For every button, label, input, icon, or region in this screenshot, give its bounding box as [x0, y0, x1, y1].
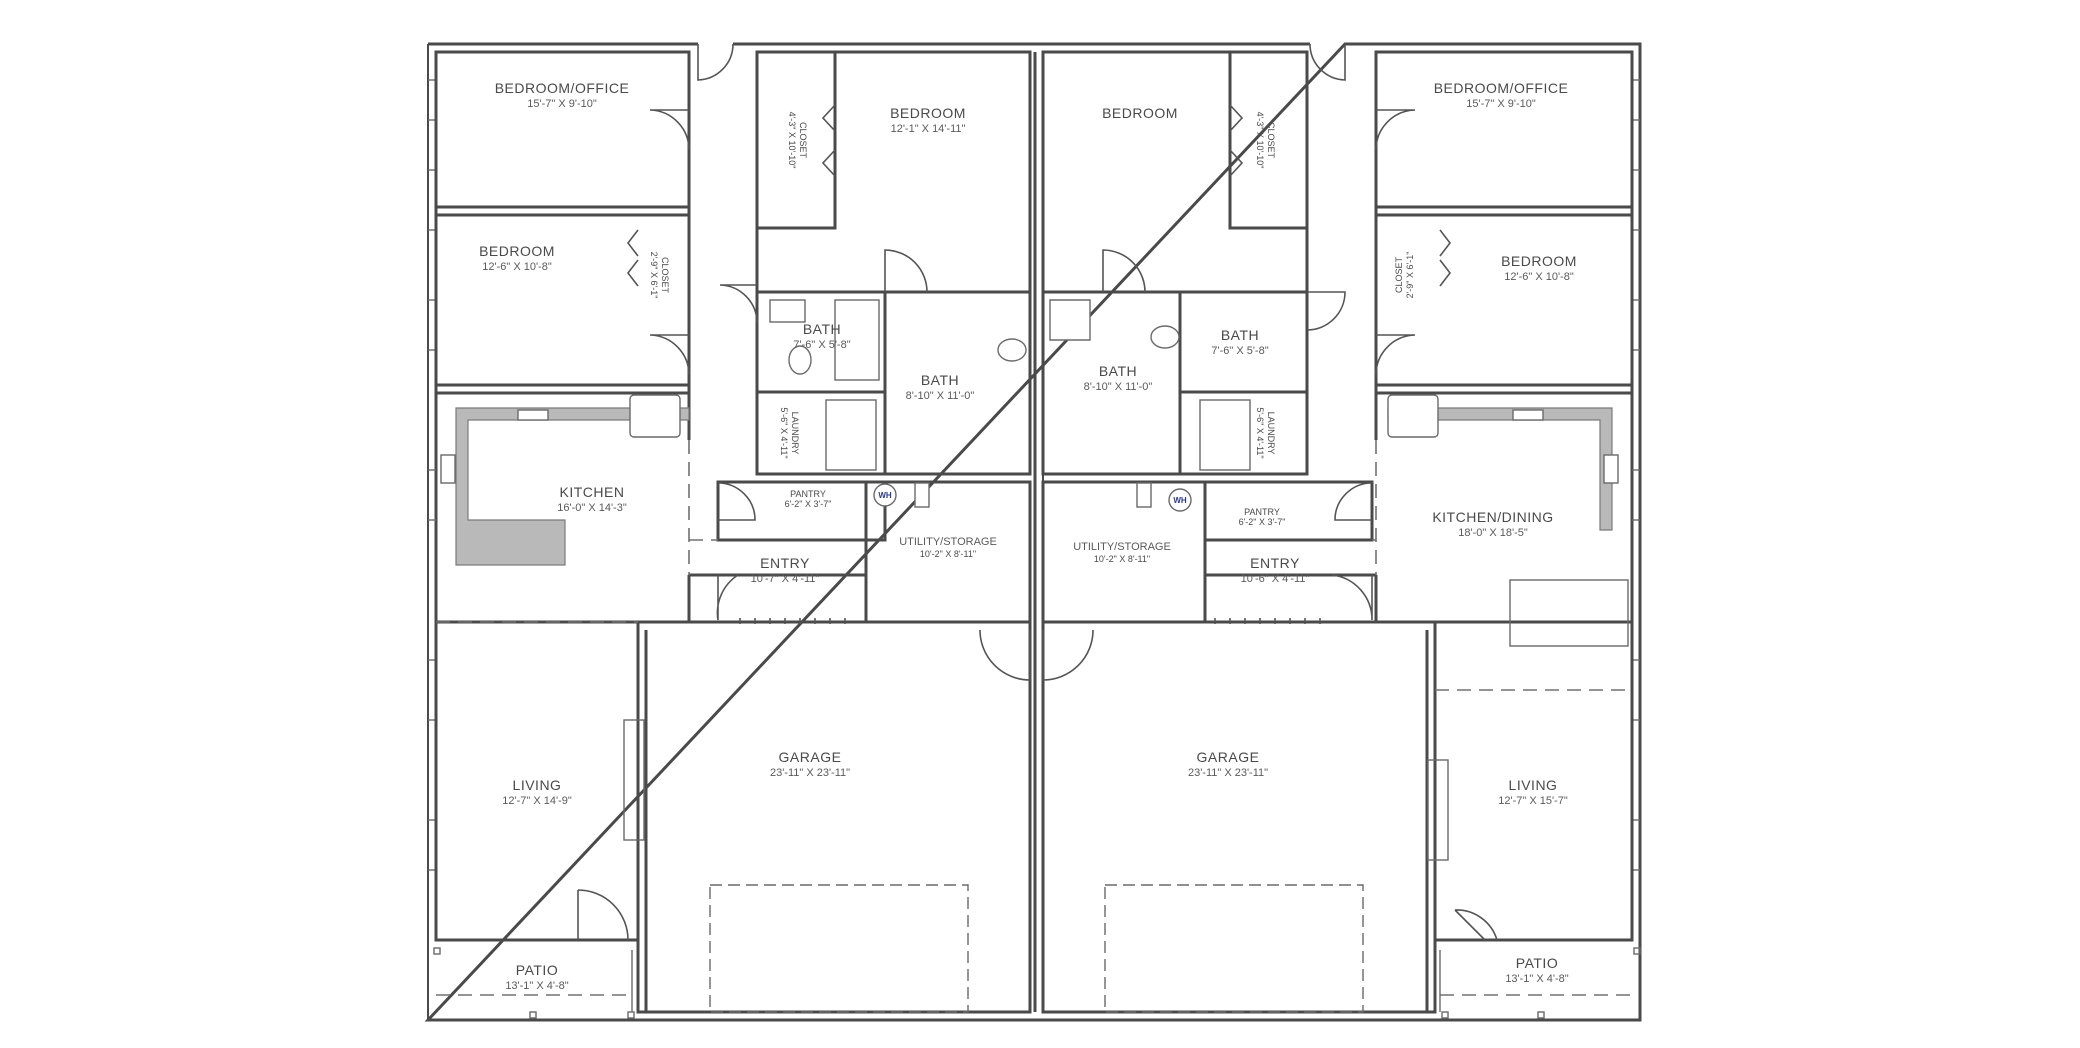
room-size-right-closet-main: 4'-3" X 10'-10" [1255, 112, 1265, 169]
room-size-right-bath-main: 8'-10" X 11'-0" [1084, 381, 1153, 393]
room-name-left-patio: PATIO [516, 962, 558, 978]
room-name-right-kitchen: KITCHEN/DINING [1432, 509, 1553, 525]
room-name-right-bath-small: BATH [1221, 327, 1259, 343]
room-name-right-utility: UTILITY/STORAGE [1073, 541, 1171, 553]
room-size-left-bedroom-main: 12'-1" X 14'-11" [891, 123, 966, 135]
room-size-right-laundry: 5'-6" X 4'-11" [1255, 407, 1265, 458]
room-size-left-bedroom-office: 15'-7" X 9'-10" [527, 98, 597, 110]
room-size-right-bath-small: 7'-6" X 5'-8" [1211, 345, 1268, 357]
room-size-right-entry: 10'-6" X 4'-11" [1241, 573, 1310, 585]
water-heater-label-left: WH [878, 491, 892, 500]
room-name-right-closet-main: CLOSET [1266, 122, 1276, 159]
room-size-left-entry: 10'-7" X 4'-11" [751, 573, 820, 585]
room-name-left-entry: ENTRY [760, 555, 810, 571]
room-size-left-garage: 23'-11" X 23'-11" [770, 767, 850, 779]
room-name-right-laundry: LAUNDRY [1266, 412, 1276, 455]
room-name-right-living: LIVING [1509, 777, 1558, 793]
room-size-right-bedroom-small: 12'-6" X 10'-8" [1504, 271, 1574, 283]
room-size-right-patio: 13'-1" X 4'-8" [1505, 973, 1568, 985]
room-size-left-utility: 10'-2" X 8'-11" [920, 549, 976, 559]
room-name-left-bath-small: BATH [803, 321, 841, 337]
doors [577, 43, 1498, 941]
room-name-left-kitchen: KITCHEN [560, 484, 625, 500]
room-size-right-garage: 23'-11" X 23'-11" [1188, 767, 1268, 779]
room-name-left-bedroom-office: BEDROOM/OFFICE [495, 80, 630, 96]
room-size-left-laundry: 5'-6" X 4'-11" [779, 407, 789, 458]
room-name-right-entry: ENTRY [1250, 555, 1300, 571]
room-size-right-utility: 10'-2" X 8'-11" [1094, 554, 1150, 564]
room-size-left-bath-main: 8'-10" X 11'-0" [906, 390, 975, 402]
room-size-right-living: 12'-7" X 15'-7" [1498, 795, 1568, 807]
room-size-right-kitchen: 18'-0" X 18'-5" [1458, 527, 1528, 539]
room-size-left-living: 12'-7" X 14'-9" [502, 795, 572, 807]
room-name-right-bath-main: BATH [1099, 363, 1137, 379]
room-name-left-garage: GARAGE [779, 749, 842, 765]
room-size-right-bedroom-office: 15'-7" X 9'-10" [1466, 98, 1536, 110]
room-name-left-bath-main: BATH [921, 372, 959, 388]
room-name-right-bedroom-small: BEDROOM [1501, 253, 1577, 269]
room-name-right-closet-small: CLOSET [1394, 256, 1404, 293]
room-name-left-pantry: PANTRY [790, 489, 826, 499]
room-size-left-bedroom-small: 12'-6" X 10'-8" [482, 261, 552, 273]
room-size-left-kitchen: 16'-0" X 14'-3" [557, 502, 627, 514]
room-name-right-garage: GARAGE [1197, 749, 1260, 765]
room-name-left-bedroom-small: BEDROOM [479, 243, 555, 259]
room-size-right-closet-small: 2'-9" X 6'-1" [1405, 252, 1415, 299]
fixtures: WH WH [440, 299, 1619, 566]
room-name-left-closet-main: CLOSET [798, 122, 808, 159]
room-name-left-closet-small: CLOSET [660, 257, 670, 294]
room-size-left-closet-main: 4'-3" X 10'-10" [787, 112, 797, 169]
room-name-right-bedroom-office: BEDROOM/OFFICE [1434, 80, 1569, 96]
room-size-left-closet-small: 2'-9" X 6'-1" [649, 252, 659, 299]
room-size-left-pantry: 6'-2" X 3'-7" [785, 499, 832, 509]
water-heater-label-right: WH [1173, 496, 1187, 505]
room-name-left-utility: UTILITY/STORAGE [899, 536, 997, 548]
room-size-left-patio: 13'-1" X 4'-8" [505, 980, 568, 992]
walls [424, 42, 1642, 1022]
room-labels: BEDROOM/OFFICE 15'-7" X 9'-10" BEDROOM 1… [479, 80, 1577, 992]
room-name-right-pantry: PANTRY [1244, 507, 1280, 517]
room-name-right-bedroom-main: BEDROOM [1102, 105, 1178, 121]
room-name-right-patio: PATIO [1516, 955, 1558, 971]
room-name-left-living: LIVING [513, 777, 562, 793]
room-size-right-pantry: 6'-2" X 3'-7" [1239, 517, 1286, 527]
room-name-left-laundry: LAUNDRY [790, 412, 800, 455]
room-size-left-bath-small: 7'-6" X 5'-8" [793, 339, 850, 351]
room-name-left-bedroom-main: BEDROOM [890, 105, 966, 121]
